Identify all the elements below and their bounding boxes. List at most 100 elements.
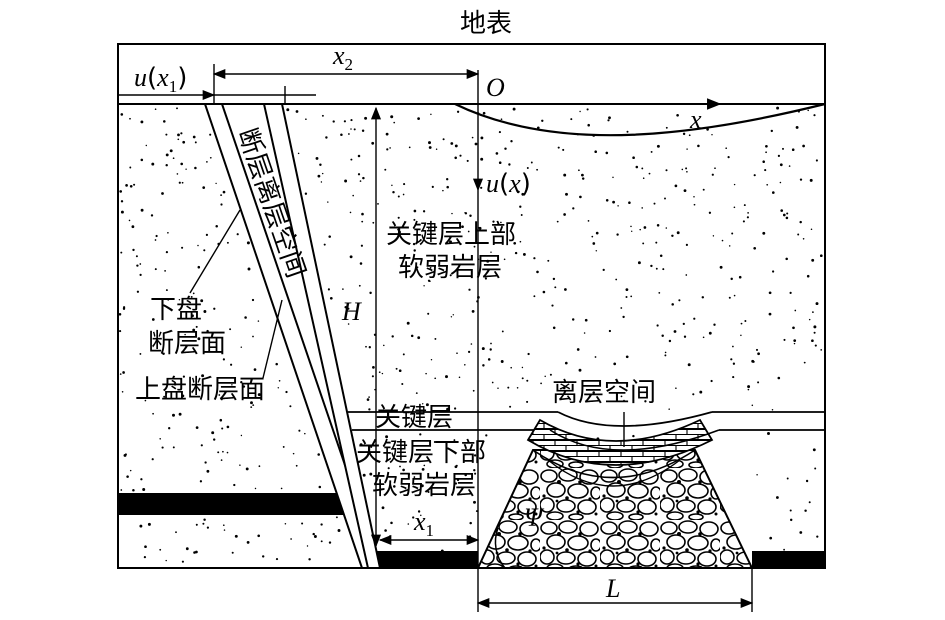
speckle-dot — [746, 216, 749, 219]
speckle-dot — [662, 268, 665, 271]
speckle-dot — [786, 212, 789, 215]
speckle-dot — [514, 251, 518, 255]
speckle-dot — [417, 510, 421, 513]
speckle-dot — [390, 115, 394, 119]
rubble-inner-arc — [547, 459, 681, 487]
speckle-dot — [721, 239, 724, 242]
speckle-dot — [129, 184, 133, 188]
speckle-dot — [769, 536, 773, 540]
speckle-dot — [165, 133, 168, 136]
speckle-dot — [144, 399, 147, 402]
speckle-dot — [220, 459, 223, 461]
speckle-dot — [468, 535, 472, 538]
speckle-dot — [252, 404, 255, 407]
speckle-dot — [799, 178, 803, 181]
speckle-dot — [626, 130, 629, 133]
speckle-dot — [139, 273, 142, 277]
speckle-dot — [403, 183, 406, 186]
speckle-dot — [471, 309, 475, 313]
speckle-dot — [352, 194, 354, 197]
speckle-dot — [527, 352, 530, 356]
speckle-dot — [353, 128, 356, 131]
speckle-dot — [500, 118, 503, 121]
speckle-dot — [140, 120, 144, 124]
speckle-dot — [811, 258, 815, 262]
speckle-dot — [372, 366, 375, 369]
speckle-dot — [456, 478, 460, 482]
speckle-dot — [200, 299, 204, 303]
speckle-dot — [697, 144, 700, 148]
speckle-dot — [413, 209, 417, 213]
speckle-dot — [540, 382, 542, 385]
speckle-dot — [650, 264, 653, 268]
speckle-dot — [133, 183, 136, 186]
speckle-dot — [139, 352, 142, 355]
speckle-dot — [542, 290, 546, 294]
speckle-dot — [132, 248, 135, 252]
speckle-dot — [520, 214, 523, 216]
speckle-dot — [391, 335, 394, 338]
speckle-dot — [474, 142, 478, 146]
speckle-dot — [136, 264, 139, 267]
speckle-dot — [364, 116, 368, 120]
speckle-dot — [642, 177, 645, 179]
speckle-dot — [464, 473, 467, 477]
coal-seam-left — [118, 493, 358, 515]
speckle-dot — [478, 226, 481, 229]
speckle-dot — [407, 473, 411, 476]
speckle-dot — [392, 190, 395, 194]
speckle-dot — [708, 211, 712, 214]
speckle-dot — [305, 118, 307, 121]
speckle-dot — [165, 559, 167, 562]
speckle-dot — [803, 361, 806, 364]
speckle-dot — [185, 168, 187, 170]
speckle-dot — [390, 521, 393, 525]
speckle-dot — [562, 148, 565, 151]
speckle-dot — [765, 151, 767, 154]
speckle-dot — [257, 393, 261, 397]
speckle-dot — [385, 435, 389, 439]
speckle-dot — [451, 212, 453, 215]
speckle-dot — [641, 207, 644, 209]
speckle-dot — [206, 469, 210, 473]
speckle-dot — [209, 156, 212, 159]
speckle-dot — [613, 362, 617, 366]
speckle-dot — [643, 226, 647, 229]
speckle-dot — [639, 228, 641, 231]
speckle-dot — [676, 231, 680, 235]
stratum-speckles — [118, 106, 823, 563]
speckle-dot — [608, 329, 612, 333]
H-label: H — [341, 297, 362, 326]
speckle-dot — [591, 235, 594, 238]
speckle-dot — [473, 469, 476, 472]
speckle-dot — [206, 161, 208, 163]
speckle-dot — [163, 120, 166, 123]
footwall-label-1: 下盘 — [150, 295, 202, 325]
speckle-dot — [321, 172, 324, 175]
speckle-dot — [361, 220, 364, 223]
speckle-dot — [429, 267, 432, 269]
speckle-dot — [151, 162, 155, 166]
speckle-dot — [329, 296, 333, 300]
speckle-dot — [120, 210, 124, 214]
speckle-dot — [608, 116, 611, 120]
speckle-dot — [244, 316, 247, 319]
ux1-label: u(x1) — [134, 63, 187, 96]
speckle-dot — [206, 329, 209, 333]
speckle-dot — [327, 201, 329, 203]
speckle-dot — [454, 156, 457, 160]
speckle-dot — [319, 163, 322, 166]
speckle-dot — [413, 476, 416, 478]
speckle-dot — [132, 488, 135, 492]
speckle-dot — [165, 163, 168, 167]
speckle-dot — [194, 141, 197, 144]
speckle-dot — [728, 296, 731, 299]
speckle-dot — [222, 358, 226, 361]
speckle-dot — [779, 163, 783, 167]
speckle-dot — [365, 345, 367, 348]
speckle-dot — [617, 205, 619, 207]
speckle-dot — [203, 249, 206, 252]
speckle-dot — [682, 322, 685, 326]
speckle-dot — [594, 356, 597, 358]
speckle-dot — [820, 349, 823, 351]
